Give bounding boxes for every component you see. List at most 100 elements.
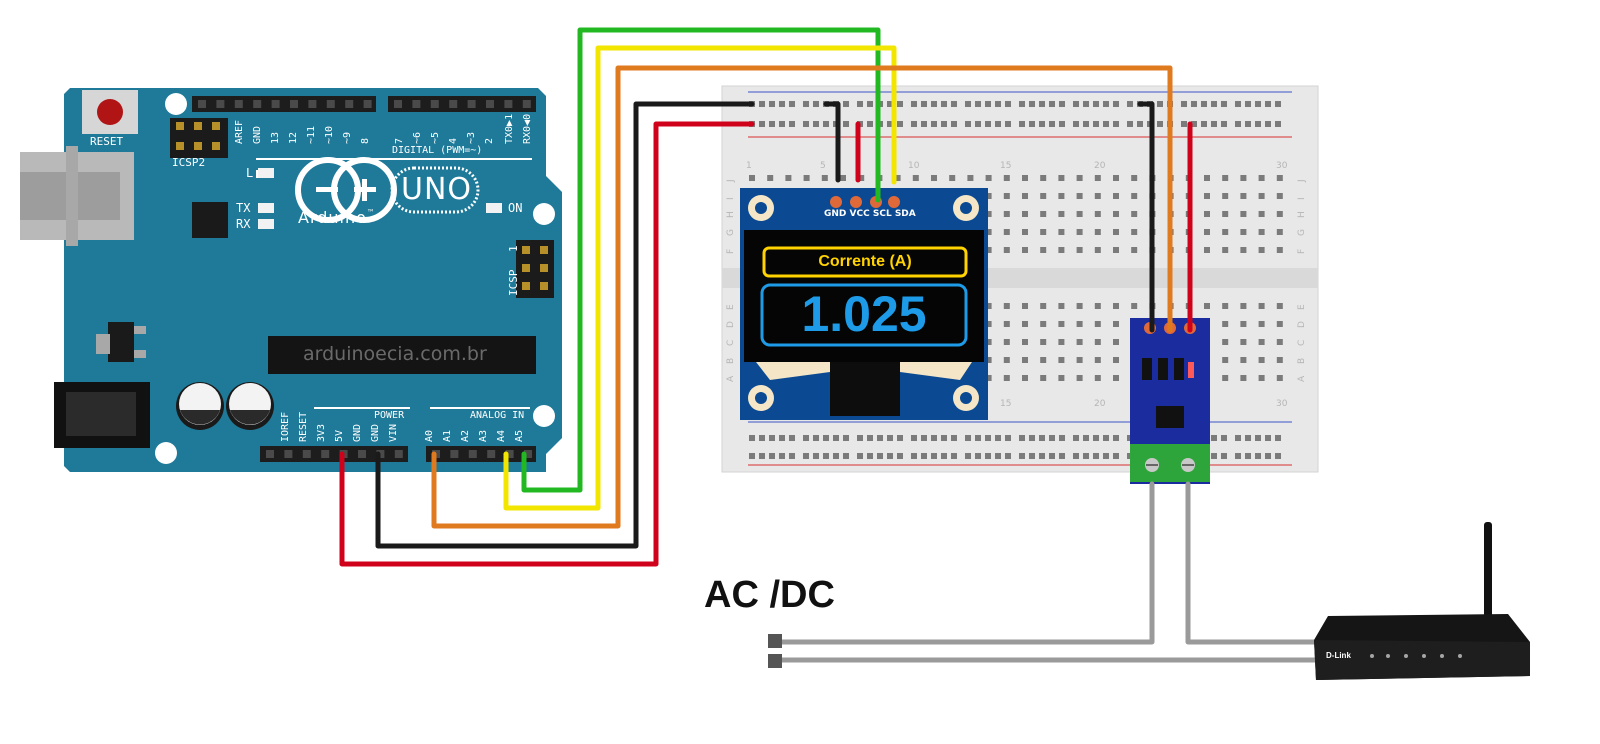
oled-pin-vcc: VCC	[849, 209, 870, 219]
wire-gray-router-1	[1185, 481, 1321, 645]
bb-col-20-bottom: 20	[1094, 399, 1106, 409]
usb-chip	[192, 202, 228, 238]
bb-row-letter: I	[1297, 197, 1307, 200]
led-rx-label: RX	[236, 217, 251, 231]
wire-black-oled	[823, 101, 841, 183]
digital-pin-label: ~11	[306, 125, 317, 144]
analog-pin-label: A3	[478, 429, 489, 442]
wire-orange-a0	[431, 65, 1173, 529]
power-source-label: AC /DC	[704, 574, 835, 616]
analog-in-label: ANALOG IN	[470, 410, 525, 421]
led-on-label: ON	[508, 201, 523, 215]
digital-pin-label: ~10	[324, 125, 335, 144]
power-header	[260, 446, 408, 462]
bb-row-letter: A	[726, 375, 736, 382]
wire-red-5v	[339, 121, 755, 567]
digital-pin-label: ~9	[342, 131, 353, 144]
bb-row-letter: F	[726, 249, 736, 254]
power-pin-label: GND	[352, 423, 363, 442]
bb-row-letter: I	[726, 197, 736, 200]
acs712-chip	[1156, 406, 1184, 428]
bb-col-5: 5	[820, 161, 826, 171]
power-pin-label: GND	[370, 423, 381, 442]
bb-col-30: 30	[1276, 161, 1288, 171]
power-pin-label: IOREF	[280, 411, 291, 442]
bb-row-letter: H	[726, 211, 736, 218]
power-pin-label: VIN	[388, 423, 399, 442]
screw-terminal	[1130, 444, 1210, 482]
digital-pin-label: ~5	[430, 131, 441, 144]
digital-pin-label: 13	[270, 131, 281, 144]
oled-ribbon	[830, 362, 900, 416]
bb-row-letter: D	[726, 321, 736, 328]
icsp-pin1-label: 1	[507, 245, 520, 252]
bb-row-letter: H	[1297, 211, 1307, 218]
mounting-hole	[155, 442, 177, 464]
digital-pin-label: AREF	[234, 119, 245, 144]
oled-value: 1.025	[801, 286, 927, 342]
digital-pin-label: 4	[448, 137, 459, 144]
bb-col-20: 20	[1094, 161, 1106, 171]
arduino-brand: Arduino™	[298, 208, 376, 227]
digital-pin-label: RX0◀0	[522, 113, 533, 144]
digital-pin-label: 12	[288, 131, 299, 144]
power-pin-label: 5V	[334, 429, 345, 442]
wire-black-sensor	[1137, 101, 1155, 333]
power-pin-label: 3V3	[316, 423, 327, 442]
bb-row-letter: F	[1297, 249, 1307, 254]
led-l-label: L	[246, 166, 254, 180]
uno-badge	[390, 166, 480, 214]
bb-col-15-bottom: 15	[1000, 399, 1011, 409]
oled-pin-scl: SCL	[872, 209, 892, 219]
ac-plug-2	[768, 654, 782, 668]
current-sensor-module	[1130, 318, 1210, 484]
bb-col-1: 1	[746, 161, 752, 171]
voltage-regulator	[108, 322, 134, 362]
led-l	[258, 168, 274, 178]
led-on	[486, 203, 502, 213]
digital-pin-label: 2	[484, 137, 495, 144]
bb-row-letter: E	[1297, 304, 1307, 310]
digital-pin-label: ~6	[412, 131, 423, 144]
bb-row-letter: A	[1297, 375, 1307, 382]
mounting-hole	[533, 405, 555, 427]
digital-pin-label: 7	[394, 137, 405, 144]
oled-value-box	[760, 283, 968, 347]
wire-gray-ac-1	[777, 481, 1155, 645]
wire-green-sda	[521, 27, 881, 493]
analog-header	[426, 446, 536, 462]
bb-row-letter: G	[1297, 229, 1307, 236]
oled-title-box	[762, 246, 968, 278]
arduino-board	[20, 88, 562, 472]
wire-black-gnd	[375, 101, 755, 549]
oled-title: Corrente (A)	[818, 253, 912, 270]
icsp2-label: ICSP2	[172, 156, 206, 169]
icsp-header	[516, 240, 554, 298]
ac-plug-1	[768, 634, 782, 648]
mounting-hole	[533, 203, 555, 225]
bb-row-letter: G	[726, 229, 736, 236]
bb-row-letter: E	[726, 304, 736, 310]
oled-pin-gnd: GND	[824, 209, 847, 219]
bb-row-letter: D	[1297, 321, 1307, 328]
analog-pin-label: A5	[514, 429, 525, 442]
bb-col-10: 10	[908, 161, 920, 171]
analog-pin-label: A0	[424, 429, 435, 442]
router-antenna	[1484, 522, 1492, 622]
digital-label: DIGITAL (PWM=~)	[392, 145, 483, 156]
wires	[339, 27, 1321, 663]
bb-row-letter: J	[1297, 179, 1307, 183]
bb-row-letter: B	[1297, 358, 1307, 364]
led-tx-label: TX	[236, 201, 251, 215]
analog-pin-label: A2	[460, 429, 471, 442]
led-tx	[258, 203, 274, 213]
digital-pin-label: GND	[252, 125, 263, 144]
bb-col-15: 15	[1000, 161, 1011, 171]
uno-label: UNO	[401, 172, 473, 207]
analog-pin-label: A1	[442, 429, 453, 442]
digital-header-right	[388, 96, 536, 112]
digital-pin-label: TX0▶1	[504, 113, 515, 144]
router-brand: D-Link	[1326, 651, 1351, 660]
